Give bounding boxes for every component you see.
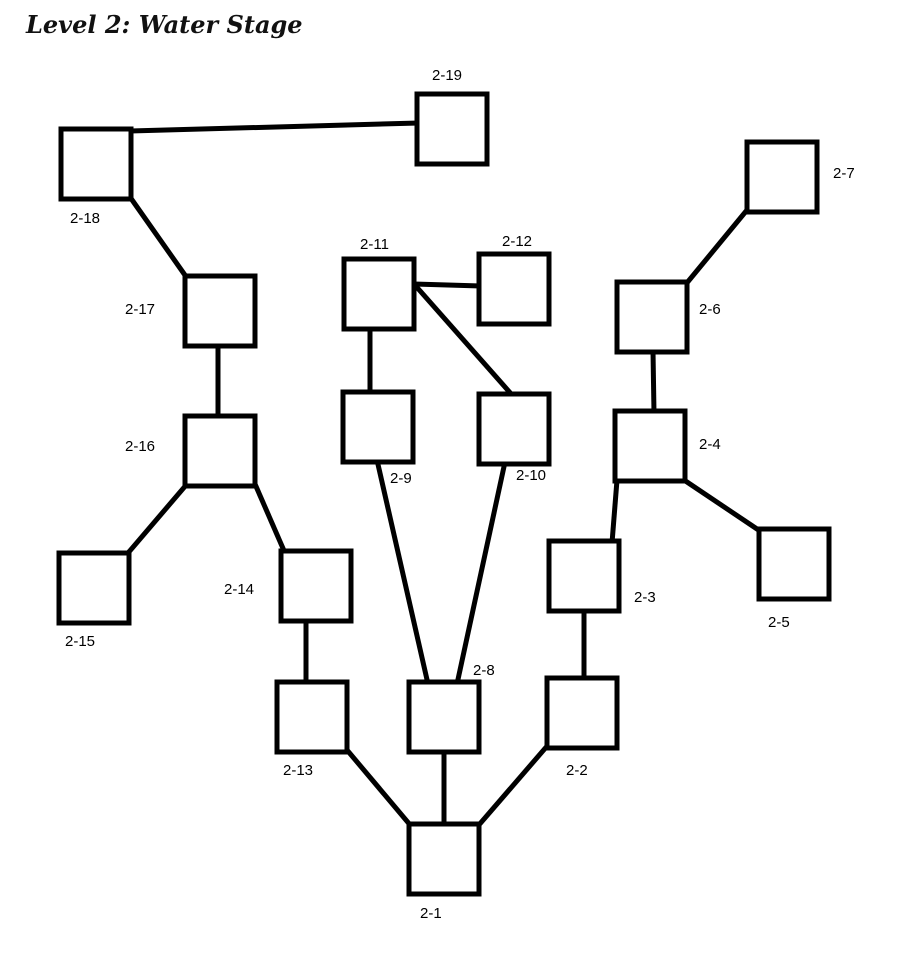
- connection-2-3-to-2-4: [609, 479, 620, 544]
- level-node-2-3[interactable]: [546, 538, 622, 614]
- level-node-2-8[interactable]: [406, 679, 482, 755]
- level-label-2-14: 2-14: [224, 581, 254, 598]
- level-node-2-10[interactable]: [476, 391, 552, 467]
- level-label-2-18: 2-18: [70, 210, 100, 227]
- connection-2-6-to-2-7: [684, 208, 749, 286]
- level-node-2-18[interactable]: [58, 126, 134, 202]
- level-label-2-15: 2-15: [65, 633, 95, 650]
- level-node-2-5[interactable]: [756, 526, 832, 602]
- level-label-2-3: 2-3: [634, 589, 656, 606]
- level-node-2-15[interactable]: [56, 550, 132, 626]
- level-label-2-9: 2-9: [390, 470, 412, 487]
- connection-2-4-to-2-6: [650, 350, 657, 414]
- level-label-2-5: 2-5: [768, 614, 790, 631]
- connection-2-8-to-2-9: [374, 459, 431, 685]
- level-label-2-17: 2-17: [125, 301, 155, 318]
- connection-2-4-to-2-5: [682, 477, 762, 534]
- level-label-2-8: 2-8: [473, 662, 495, 679]
- connection-2-16-to-2-15: [126, 482, 189, 555]
- level-label-layer: 2-1 2-2 2-3 2-4 2-5 2-6 2-7 2-8 2-9 2-10 2-11 2-12 2…: [65, 67, 855, 922]
- level-node-2-19[interactable]: [414, 91, 490, 167]
- connection-2-14-to-2-16: [252, 483, 288, 554]
- level-label-2-13: 2-13: [283, 762, 313, 779]
- level-node-2-17[interactable]: [182, 273, 258, 349]
- level-node-2-13[interactable]: [274, 679, 350, 755]
- level-label-2-10: 2-10: [516, 467, 546, 484]
- level-node-2-12[interactable]: [476, 251, 552, 327]
- level-node-2-7[interactable]: [744, 139, 820, 215]
- connection-2-11-to-2-12: [413, 281, 482, 289]
- level-label-2-6: 2-6: [699, 301, 721, 318]
- level-label-2-16: 2-16: [125, 438, 155, 455]
- level-node-layer: [56, 91, 832, 897]
- connection-layer: [126, 120, 762, 828]
- connection-2-18-to-2-19: [129, 120, 420, 134]
- connection-2-1-to-2-13: [345, 748, 413, 828]
- level-label-2-12: 2-12: [502, 233, 532, 250]
- level-label-2-4: 2-4: [699, 436, 721, 453]
- level-node-2-11[interactable]: [341, 256, 417, 332]
- connection-2-8-to-2-10: [454, 461, 508, 685]
- level-label-2-19: 2-19: [432, 67, 462, 84]
- connection-2-10-to-2-11: [412, 282, 515, 398]
- level-node-2-2[interactable]: [544, 675, 620, 751]
- page-title: Level 2: Water Stage: [26, 10, 303, 39]
- level-node-2-4[interactable]: [612, 408, 688, 484]
- level-label-2-7: 2-7: [833, 165, 855, 182]
- level-node-2-14[interactable]: [278, 548, 354, 624]
- level-label-2-11: 2-11: [360, 236, 389, 253]
- connection-2-17-to-2-18: [127, 195, 190, 280]
- level-node-2-16[interactable]: [182, 413, 258, 489]
- connection-2-1-to-2-2: [476, 743, 550, 828]
- level-label-2-2: 2-2: [566, 762, 588, 779]
- level-node-2-6[interactable]: [614, 279, 690, 355]
- level-node-2-1[interactable]: [406, 821, 482, 897]
- level-label-2-1: 2-1: [420, 905, 442, 922]
- level-node-2-9[interactable]: [340, 389, 416, 465]
